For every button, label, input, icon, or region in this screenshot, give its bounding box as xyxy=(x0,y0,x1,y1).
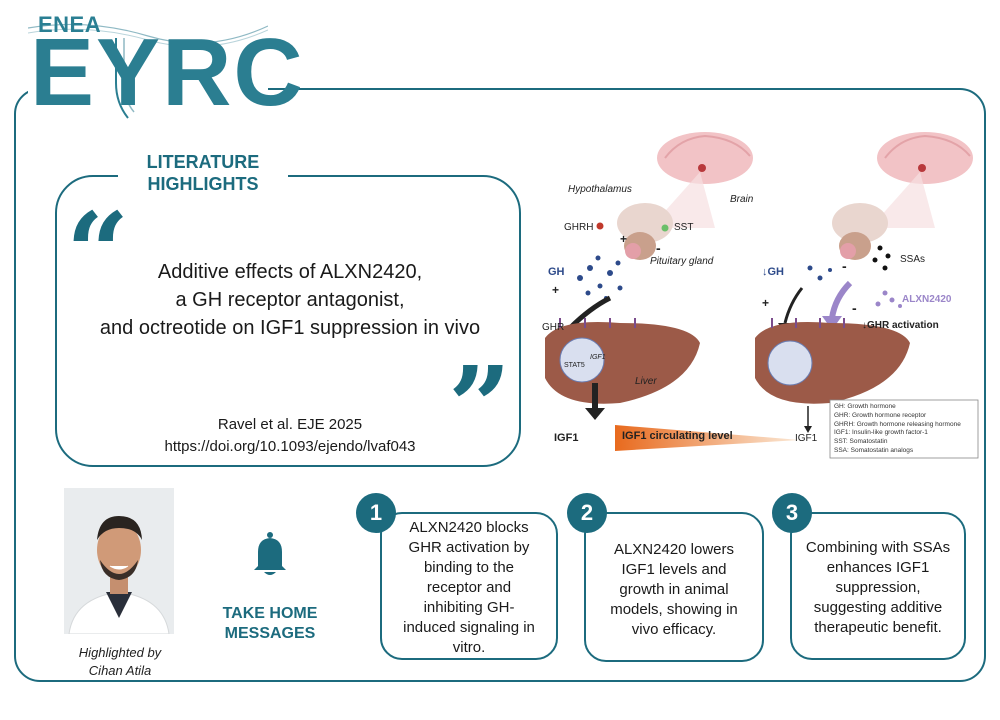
label-pituitary: Pituitary gland xyxy=(650,256,714,267)
label-igf1-gene: IGF1 xyxy=(590,354,606,361)
message-line: growth in animal xyxy=(619,581,729,598)
brain-right-icon xyxy=(877,132,973,184)
message-line: induced signaling in xyxy=(403,619,535,636)
paper-title-line3: and octreotide on IGF1 suppression in vi… xyxy=(99,317,481,339)
message-line: IGF1 levels and xyxy=(621,561,727,578)
bell-icon xyxy=(250,530,290,578)
message-box-1 xyxy=(380,512,558,660)
paper-title: Additive effects of ALXN2420, a GH recep… xyxy=(70,258,510,342)
citation-doi-link[interactable]: https://doi.org/10.1093/ejendo/lvaf043 xyxy=(164,438,416,455)
person-avatar-icon xyxy=(64,488,174,634)
logo-graphic xyxy=(27,23,269,119)
message-text-1: ALXN2420 blocks GHR activation by bindin… xyxy=(384,518,554,658)
brain-left-icon xyxy=(657,132,753,184)
message-line: enhances IGF1 xyxy=(826,559,930,576)
label-minus-left: - xyxy=(656,240,661,256)
author-name: Cihan Atila xyxy=(88,663,152,678)
literature-title-mask xyxy=(118,148,288,204)
eyrc-logo xyxy=(27,8,269,133)
highlighted-by: Highlighted by Cihan Atila xyxy=(40,644,200,680)
legend-item: GHR: Growth hormone receptor xyxy=(834,411,927,419)
label-alxn2420: ALXN2420 xyxy=(902,294,952,305)
label-gh: GH xyxy=(548,266,565,278)
literature-title: LITERATURE HIGHLIGHTS xyxy=(118,151,288,195)
label-ssas: SSAs xyxy=(900,254,926,265)
legend-item: SSA: Somatostatin analogs xyxy=(834,446,914,454)
take-home-title: TAKE HOME MESSAGES xyxy=(210,604,330,644)
label-ghr: GHR xyxy=(542,322,565,333)
label-plus-left: + xyxy=(620,232,628,246)
paper-title-line1: Additive effects of ALXN2420, xyxy=(157,261,423,283)
message-line: suppression, xyxy=(835,579,921,596)
literature-title-line1: LITERATURE xyxy=(146,152,260,172)
message-box-2 xyxy=(584,512,764,662)
main-frame xyxy=(14,88,986,682)
author-portrait xyxy=(64,488,174,634)
message-line: vitro. xyxy=(452,639,486,656)
highlighted-by-label: Highlighted by xyxy=(78,645,162,660)
message-line: inhibiting GH- xyxy=(423,599,515,616)
label-stat5: STAT5 xyxy=(564,362,585,369)
open-quote-icon: “ xyxy=(66,188,130,317)
label-minus-alxn: - xyxy=(852,300,857,316)
message-line: models, showing in xyxy=(610,601,738,618)
label-sst: SST xyxy=(674,222,694,233)
label-igf1-left: IGF1 xyxy=(554,432,579,444)
label-brain: Brain xyxy=(730,194,754,205)
close-quote-icon: ” xyxy=(448,342,512,471)
message-line: Combining with SSAs xyxy=(805,539,951,556)
label-gh-decreased: ↓GH xyxy=(762,266,784,278)
message-line: vivo efficacy. xyxy=(631,621,717,638)
label-igf1-circulating: IGF1 circulating level xyxy=(622,430,733,442)
message-line: ALXN2420 blocks xyxy=(409,519,529,536)
message-number-2: 2 xyxy=(567,493,607,533)
legend-item: SST: Somatostatin xyxy=(834,438,888,446)
message-line: ALXN2420 lowers xyxy=(613,541,735,558)
legend-item: GH: Growth hormone xyxy=(834,403,896,410)
mechanism-illustration xyxy=(545,132,979,459)
message-line: therapeutic benefit. xyxy=(814,619,942,636)
literature-title-line2: HIGHLIGHTS xyxy=(147,174,259,194)
label-minus-right: - xyxy=(842,258,847,274)
literature-quote-box xyxy=(55,175,521,467)
message-number-3: 3 xyxy=(772,493,812,533)
message-line: GHR activation by xyxy=(408,539,530,556)
paper-title-line2: a GH receptor antagonist, xyxy=(175,289,405,311)
citation-reference: Ravel et al. EJE 2025 xyxy=(217,416,363,433)
label-liver: Liver xyxy=(635,376,657,387)
label-ghr-activation: ↓GHR activation xyxy=(862,320,939,331)
message-number-1: 1 xyxy=(356,493,396,533)
message-line: binding to the xyxy=(423,559,515,576)
logo-enea-text: ENEA xyxy=(38,12,102,37)
message-text-3: Combining with SSAs enhances IGF1 suppre… xyxy=(794,538,962,638)
message-line: receptor and xyxy=(426,579,512,596)
logo-eyrc-text: EYRC xyxy=(30,19,305,126)
citation: Ravel et al. EJE 2025 https://doi.org/10… xyxy=(70,414,510,458)
label-igf1-right: IGF1 xyxy=(795,433,818,444)
message-box-3 xyxy=(790,512,966,660)
legend-item: IGF1: Insulin-like growth factor-1 xyxy=(834,429,928,437)
figure-legend: GH: Growth hormone GHR: Growth hormone r… xyxy=(834,403,961,456)
mechanism-figure: Brain Hypothalamus GHRH SST Pituitary gl… xyxy=(540,128,990,468)
take-home-line2: MESSAGES xyxy=(224,625,316,642)
label-plus-right: + xyxy=(762,296,770,310)
label-plus-gh: + xyxy=(552,283,560,297)
message-text-2: ALXN2420 lowers IGF1 levels and growth i… xyxy=(588,540,760,640)
take-home-line1: TAKE HOME xyxy=(222,605,318,622)
label-hypothalamus: Hypothalamus xyxy=(568,184,632,195)
message-line: suggesting additive xyxy=(813,599,943,616)
legend-item: GHRH: Growth hormone releasing hormone xyxy=(834,420,961,428)
label-ghrh: GHRH xyxy=(564,222,594,233)
